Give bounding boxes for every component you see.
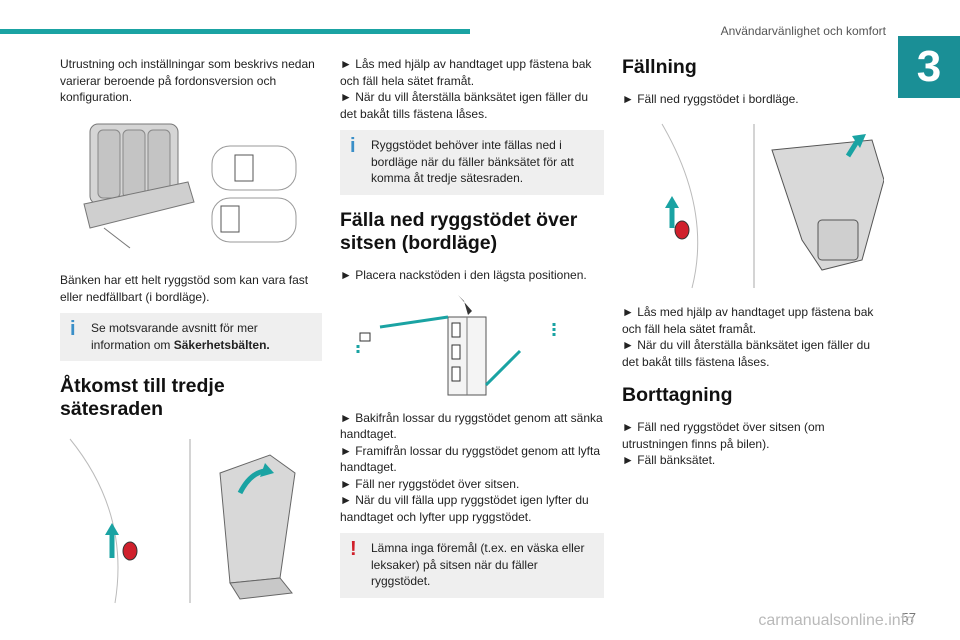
watermark: carmanualsonline.info bbox=[758, 612, 914, 629]
warning-icon: ! bbox=[350, 538, 357, 560]
step-headrests: ► Placera nackstöden i den lägsta positi… bbox=[340, 267, 587, 282]
warning-note-text: Lämna inga föremål (t.ex. en väska eller… bbox=[371, 541, 585, 588]
info-note-link-text: Säkerhetsbälten. bbox=[173, 337, 270, 352]
step-fold-backrest-3: ► Fäll ned ryggstödet över sitsen (om ut… bbox=[622, 420, 825, 451]
column-2: ► Lås med hjälp av handtaget upp fästena… bbox=[340, 56, 604, 610]
info-note-backrest-text: Ryggstödet behöver inte fällas ned i bor… bbox=[371, 138, 574, 185]
heading-removal: Borttagning bbox=[622, 384, 733, 406]
bench-paragraph: Bänken har ett helt ryggstöd som kan var… bbox=[60, 273, 309, 304]
step-fold-bench: ► Fäll bänksätet. bbox=[622, 453, 716, 467]
column-3: Fällning ► Fäll ned ryggstödet i bordläg… bbox=[622, 56, 885, 477]
page-number: 57 bbox=[901, 610, 916, 625]
step-fold-table-mode: ► Fäll ned ryggstödet i bordläge. bbox=[622, 92, 799, 106]
info-note-text: Se motsvarande avsnitt för mer informati… bbox=[91, 321, 258, 352]
step-release-back: ► Bakifrån lossar du ryggstödet genom at… bbox=[340, 410, 603, 442]
section-title: Användarvänlighet och komfort bbox=[720, 24, 886, 38]
step-fold-backrest: ► Fäll ner ryggstödet över sitsen. bbox=[340, 476, 520, 491]
step-restore: ► När du vill återställa bänksätet igen … bbox=[340, 90, 589, 121]
info-note-backrest: i Ryggstödet behöver inte fällas ned i b… bbox=[340, 130, 604, 195]
step-release-front: ► Framifrån lossar du ryggstödet genom a… bbox=[340, 443, 600, 475]
step-unlock-fold: ► Lås med hjälp av handtaget upp fästena… bbox=[340, 57, 592, 88]
column-1: Utrustning och inställningar som beskriv… bbox=[60, 56, 322, 614]
info-icon: i bbox=[70, 318, 76, 340]
header-accent-bar bbox=[0, 29, 470, 34]
heading-folding: Fällning bbox=[622, 56, 697, 78]
bench-seat-illustration bbox=[83, 123, 297, 248]
step-unlock-fold-3: ► Lås med hjälp av handtaget upp fästena… bbox=[622, 305, 874, 336]
folding-illustration bbox=[661, 123, 885, 288]
third-row-access-illustration bbox=[69, 438, 296, 604]
heading-third-row-access: Åtkomst till tredje sätesraden bbox=[60, 375, 225, 420]
warning-note: ! Lämna inga föremål (t.ex. en väska ell… bbox=[340, 533, 604, 598]
info-icon: i bbox=[350, 135, 356, 157]
intro-paragraph: Utrustning och inställningar som beskriv… bbox=[60, 57, 315, 104]
step-restore-3: ► När du vill återställa bänksätet igen … bbox=[622, 338, 871, 369]
step-raise-backrest: ► När du vill fälla upp ryggstödet igen … bbox=[340, 493, 589, 524]
chapter-number-tab: 3 bbox=[898, 36, 960, 98]
heading-table-mode: Fälla ned ryggstödet över sitsen (bordlä… bbox=[340, 208, 578, 254]
info-note: i Se motsvarande avsnitt för mer informa… bbox=[60, 313, 322, 361]
table-mode-illustration bbox=[356, 295, 556, 396]
